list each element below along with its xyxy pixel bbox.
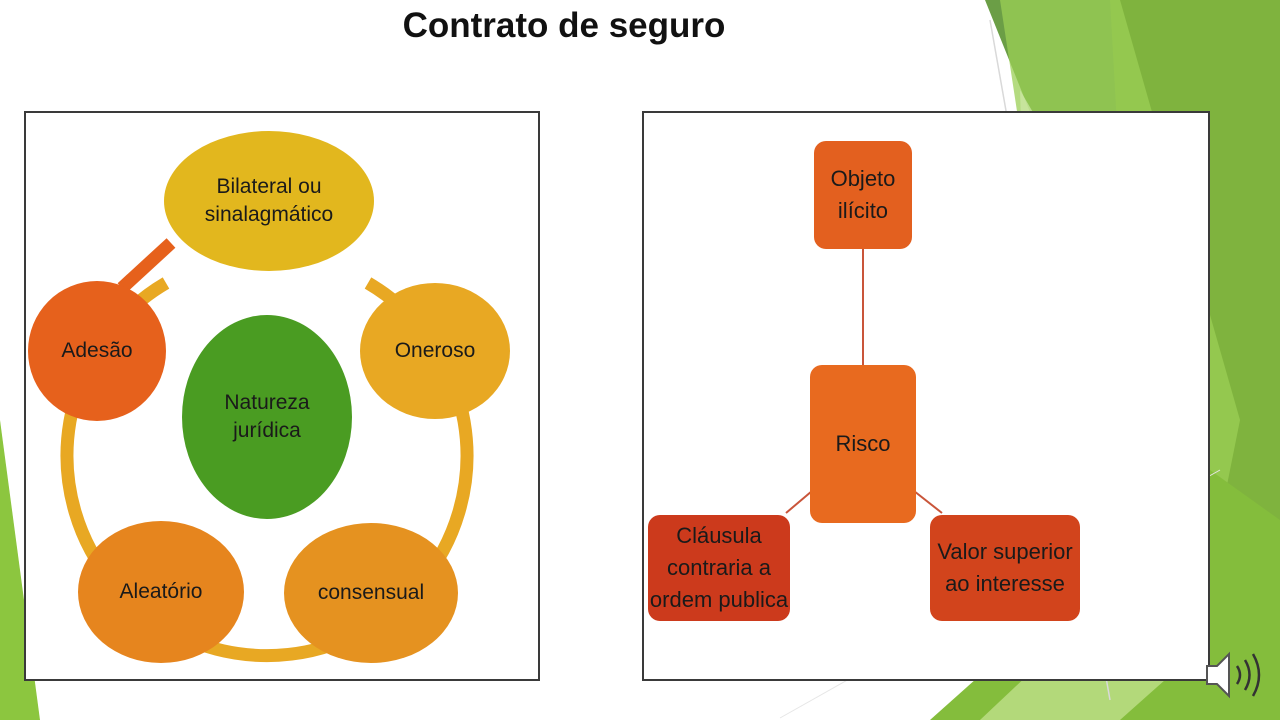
connector-lines: [785, 249, 943, 514]
ring-top-left: [117, 238, 176, 293]
center-natureza-juridica: Natureza jurídica: [182, 315, 352, 519]
connector-clausula: [785, 490, 813, 514]
item-adesao: Adesão: [28, 281, 166, 421]
speaker-icon[interactable]: [1203, 648, 1267, 702]
item-bilateral: Bilateral ou sinalagmático: [164, 131, 374, 271]
connector-valor: [913, 490, 943, 514]
left-diagram-panel: Bilateral ou sinalagmático Oneroso conse…: [24, 111, 540, 681]
node-valor-superior: Valor superior ao interesse: [930, 515, 1080, 621]
right-diagram-panel: Objeto ilícito Risco Cláusula contraria …: [642, 111, 1210, 681]
item-consensual: consensual: [284, 523, 458, 663]
item-oneroso: Oneroso: [360, 283, 510, 419]
node-risco: Risco: [810, 365, 916, 523]
slide-title: Contrato de seguro: [402, 6, 726, 45]
node-clausula-contraria: Cláusula contraria a ordem publica: [648, 515, 790, 621]
node-objeto-ilicito: Objeto ilícito: [814, 141, 912, 249]
item-aleatorio: Aleatório: [78, 521, 244, 663]
